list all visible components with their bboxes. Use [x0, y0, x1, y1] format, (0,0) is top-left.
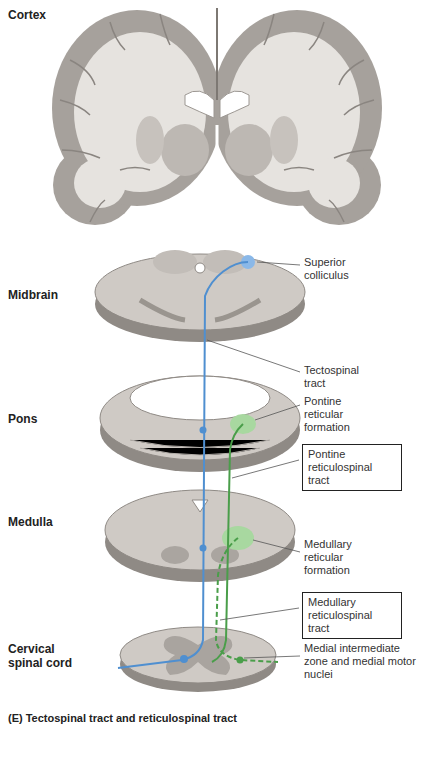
region-label: Cervical spinal cord: [8, 642, 90, 670]
midbrain-section: [95, 250, 305, 342]
structure-label: Superior colliculus: [304, 256, 368, 282]
pathways: [118, 262, 278, 668]
region-label: Cortex: [8, 8, 68, 22]
structure-label: Pontine reticular formation: [304, 395, 370, 434]
figure-caption: (E) Tectospinal tract and reticulospinal…: [8, 712, 408, 725]
region-label: Midbrain: [8, 288, 78, 302]
spinal-cord-section: [120, 627, 276, 692]
tract-box: Medullary reticulospinal tract: [302, 592, 402, 639]
box-text: Pontine reticulospinal tract: [308, 448, 396, 487]
tract-label: Tectospinal tract: [304, 364, 374, 390]
box-text: Medullary reticulospinal tract: [308, 596, 396, 635]
structure-label: Medial intermediate zone and medial moto…: [304, 642, 416, 681]
region-label: Pons: [8, 412, 68, 426]
pons-section: [100, 376, 300, 472]
leader-lines: [207, 262, 300, 658]
tract-box: Pontine reticulospinal tract: [302, 444, 402, 491]
coronal-section: [52, 8, 382, 225]
medulla-section: [105, 490, 295, 582]
structure-label: Medullary reticular formation: [304, 538, 374, 577]
region-label: Medulla: [8, 515, 78, 529]
